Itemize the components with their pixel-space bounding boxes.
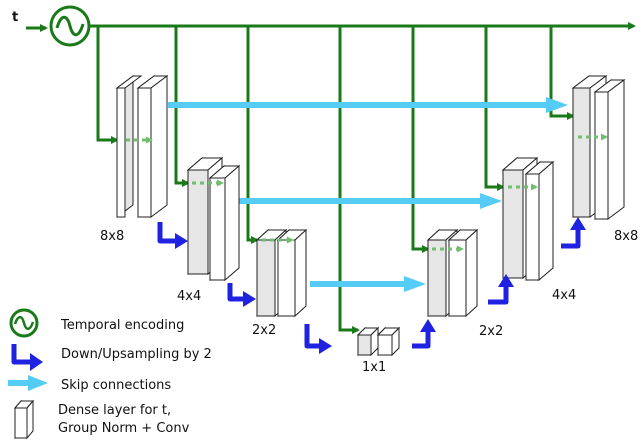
upsample-arrowhead-1 <box>420 319 436 332</box>
upsample-arrow-2 <box>488 285 509 305</box>
downsample-arrowhead-3 <box>319 338 332 354</box>
time-drop-8x8-right <box>549 26 575 120</box>
legend-label-temporal: Temporal encoding <box>60 318 184 333</box>
block-4x4-right <box>501 156 555 282</box>
legend: Temporal encoding Down/Upsampling by 2 S… <box>8 308 212 440</box>
time-drop-1x1 <box>338 26 360 334</box>
upsample-arrow-1 <box>412 330 431 349</box>
upsample-arrowhead-2 <box>498 274 514 287</box>
legend-temporal-encoding-icon <box>9 308 39 338</box>
legend-sampling-arrow-icon <box>11 344 43 371</box>
skip-arrowhead-4x4 <box>480 193 502 209</box>
resolution-label: 8x8 <box>614 229 638 244</box>
block-2x2-right <box>426 228 479 318</box>
downsample-arrow-3 <box>304 324 320 349</box>
block-8x8-right <box>571 75 626 220</box>
time-drop-8x8-left <box>96 26 119 144</box>
downsample-arrowhead-1 <box>175 233 188 249</box>
resolution-label: 4x4 <box>552 288 576 303</box>
resolution-label: 1x1 <box>362 360 386 375</box>
legend-dense-layer-icon <box>13 399 35 440</box>
time-drop-4x4-left <box>174 26 190 187</box>
temporal-encoding-icon <box>49 5 91 47</box>
resolution-label: 2x2 <box>479 324 503 339</box>
time-drop-2x2-right <box>411 26 430 253</box>
resolution-label: 2x2 <box>252 323 276 338</box>
legend-label-sampling: Down/Upsampling by 2 <box>61 347 212 362</box>
downsample-arrowhead-2 <box>243 291 256 307</box>
resolution-label: 4x4 <box>177 289 201 304</box>
downsample-arrow-2 <box>227 283 244 302</box>
skip-connections <box>168 97 568 292</box>
time-drop-2x2-left <box>246 26 259 244</box>
block-4x4-left <box>186 156 241 282</box>
resolution-label: 8x8 <box>100 229 124 244</box>
block-8x8-left <box>115 75 169 218</box>
downsample-arrow-1 <box>157 222 176 244</box>
skip-arrowhead-2x2 <box>404 276 426 292</box>
upsample-arrowhead-3 <box>570 217 586 230</box>
legend-label-skip: Skip connections <box>61 378 171 393</box>
legend-label-dense-line1: Dense layer for t, <box>58 403 171 418</box>
skip-arrowhead-8x8 <box>546 97 568 113</box>
block-1x1 <box>356 326 401 357</box>
block-2x2-left <box>255 228 308 318</box>
legend-skip-arrow-icon <box>8 375 48 391</box>
time-drop-4x4-right <box>484 26 505 191</box>
upsample-arrow-3 <box>561 228 581 249</box>
legend-label-dense-line2: Group Norm + Conv <box>58 421 190 436</box>
input-t-label: t <box>12 10 18 25</box>
